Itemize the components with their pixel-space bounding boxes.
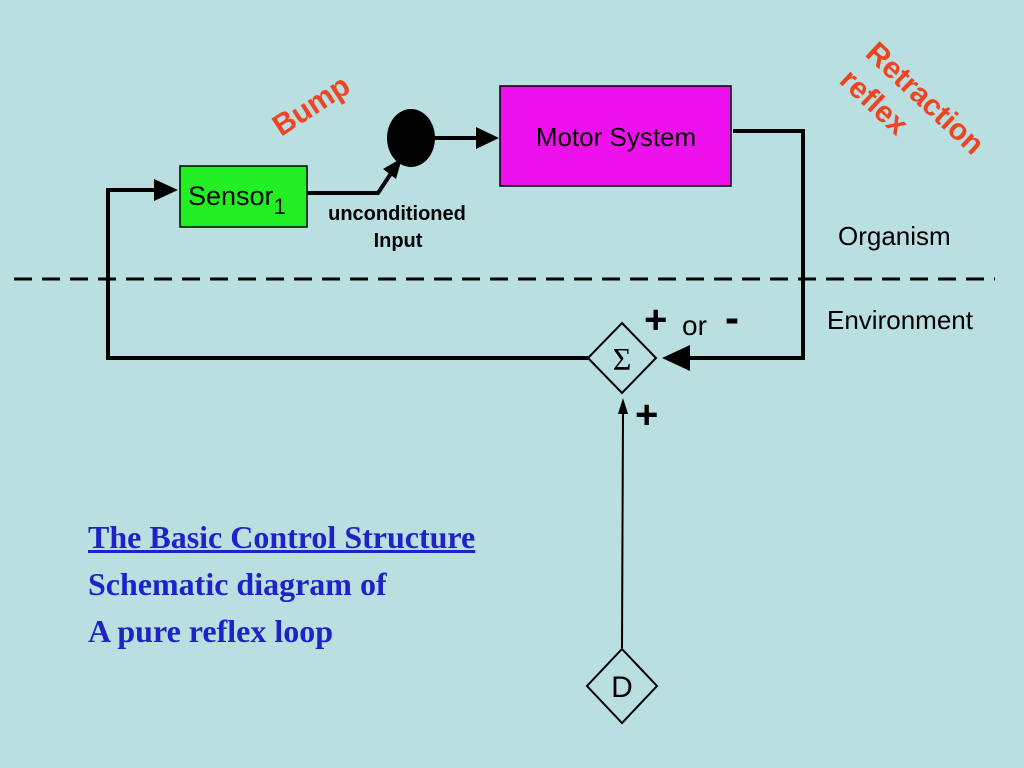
sensor-to-node-wire (307, 170, 394, 195)
or-label: or (682, 310, 707, 341)
unconditioned-label: unconditioned (328, 203, 466, 225)
caption-line-3: A pure reflex loop (88, 613, 334, 649)
summing-input-arrowhead (662, 345, 690, 371)
plus-sign-bottom: + (635, 393, 658, 437)
plus-sign-top: + (644, 298, 667, 342)
junction-node (387, 109, 435, 167)
disturbance-arrowhead (618, 398, 628, 414)
sigma-symbol: Σ (613, 341, 632, 377)
organism-label: Organism (838, 221, 951, 251)
disturbance-label: D (611, 671, 633, 704)
summing-junction: Σ (586, 321, 658, 395)
motor-system-block: Motor System (499, 85, 732, 187)
motor-system-label: Motor System (536, 122, 696, 152)
input-label: Input (374, 230, 423, 252)
sensor-block: Sensor1 (179, 165, 308, 228)
environment-label: Environment (827, 305, 974, 335)
caption-title: The Basic Control Structure (88, 519, 476, 555)
minus-sign: - (725, 294, 739, 341)
caption-block: The Basic Control Structure Schematic di… (88, 514, 475, 655)
bump-label: Bump (267, 69, 356, 143)
disturbance-wire (621, 411, 624, 649)
sensor-subscript: 1 (274, 194, 286, 219)
disturbance-source: D (585, 647, 659, 725)
node-input-arrowhead (383, 158, 402, 179)
sensor-label: Sensor (188, 181, 274, 211)
feedback-wire (106, 188, 588, 360)
motor-output-wire (688, 129, 805, 360)
sensor-input-arrowhead (154, 179, 178, 201)
motor-input-arrowhead (476, 127, 499, 149)
caption-line-2: Schematic diagram of (88, 566, 387, 602)
svg-text:Sensor1: Sensor1 (188, 181, 286, 219)
